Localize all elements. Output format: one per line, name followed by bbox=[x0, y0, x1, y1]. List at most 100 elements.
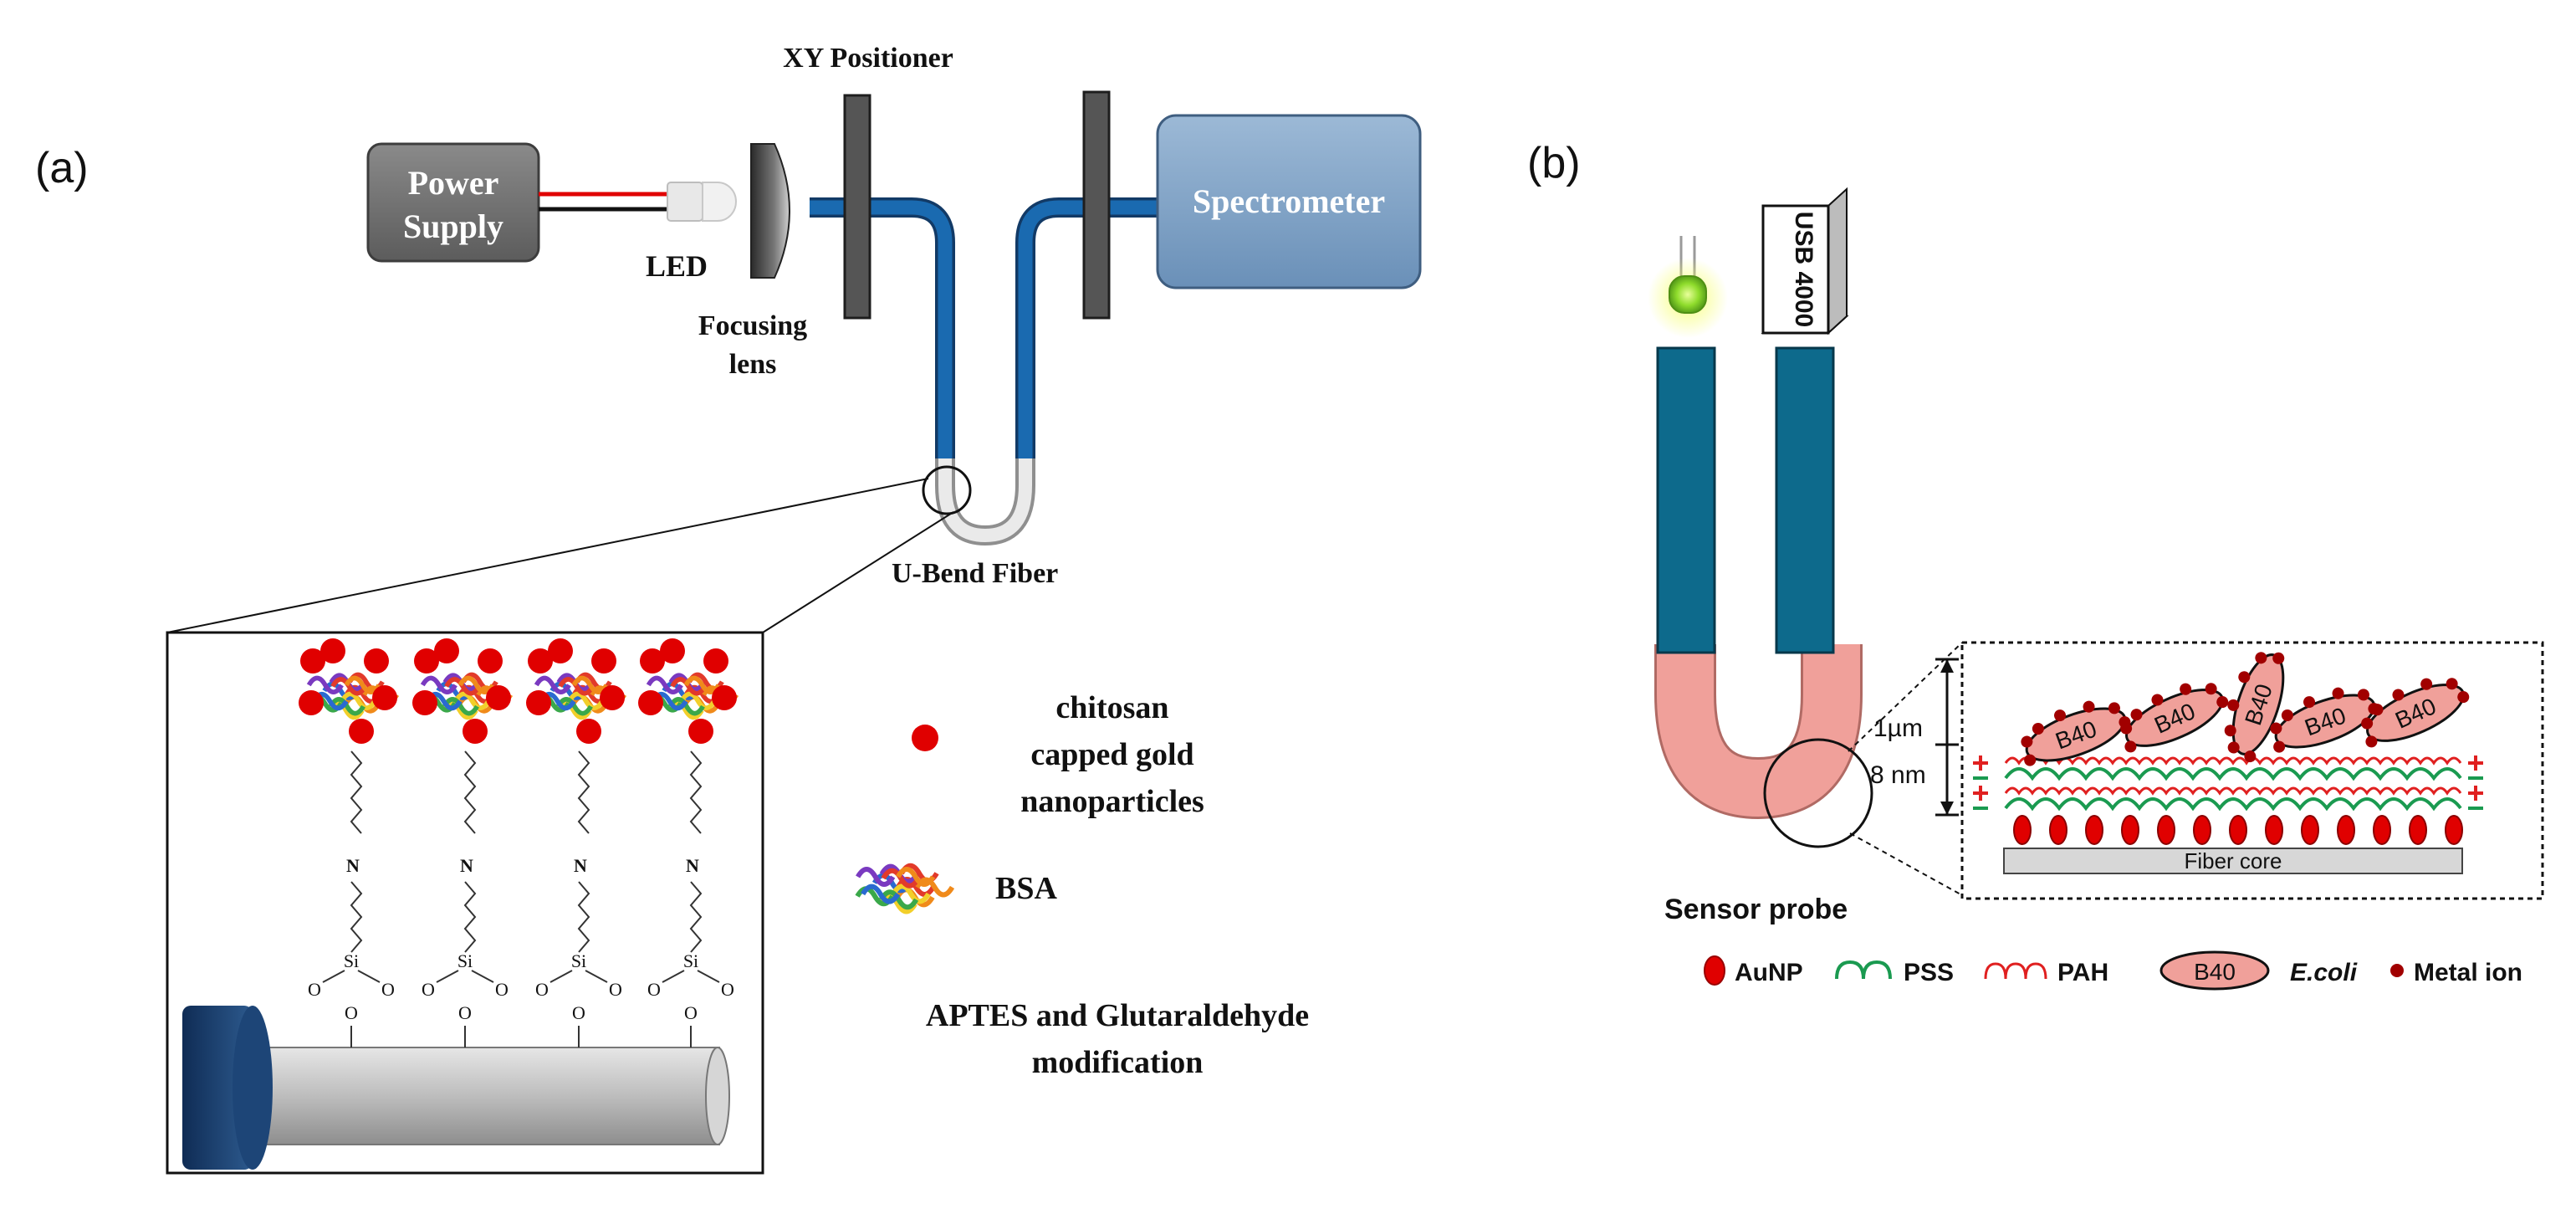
probe-zoom-line-bottom bbox=[1849, 832, 1963, 896]
ecoli-legend-symbol: B40 bbox=[2194, 959, 2236, 985]
xy-positioner-plate-left bbox=[843, 94, 871, 320]
gold-nanoparticle-icon bbox=[349, 719, 374, 744]
gold-nanoparticle-icon bbox=[703, 648, 728, 674]
charge-marks-right bbox=[2468, 755, 2483, 810]
metal-ion bbox=[2371, 704, 2384, 716]
pah-legend-icon bbox=[1984, 962, 2047, 980]
panel-b-label: (b) bbox=[1527, 139, 1581, 187]
metal-ion bbox=[2032, 723, 2044, 735]
legend-b: AuNP PSS PAH B40 E.coli Metal ion bbox=[1704, 950, 2522, 991]
metal-ion bbox=[2151, 694, 2164, 706]
gold-nanoparticle-icon bbox=[640, 648, 665, 674]
pss-layer bbox=[2004, 797, 2462, 812]
aunp-particle bbox=[2085, 815, 2103, 845]
power-supply-box: Power Supply bbox=[366, 142, 540, 263]
aunp-particle bbox=[2013, 815, 2032, 845]
oxygen-atom-label: O bbox=[609, 979, 622, 1000]
aunp-particle bbox=[2049, 815, 2067, 845]
gold-legend-line2: capped gold bbox=[1030, 737, 1193, 772]
gold-nanoparticle-icon bbox=[299, 690, 324, 715]
metal-ion bbox=[2021, 735, 2033, 748]
ecoli-bacterium: B40 bbox=[2361, 678, 2470, 748]
aunp-particle bbox=[2301, 815, 2319, 845]
metal-ion bbox=[2120, 722, 2133, 735]
metal-ion bbox=[2054, 709, 2067, 722]
metal-ion bbox=[2446, 678, 2458, 690]
aunp-particle bbox=[2373, 815, 2391, 845]
bsa-legend-label: BSA bbox=[995, 871, 1057, 906]
layer-stack bbox=[2004, 756, 2463, 845]
oxygen-atom-label: O bbox=[535, 979, 549, 1000]
gold-nanoparticle-icon bbox=[660, 638, 685, 663]
u-bend-fiber-label: U-Bend Fiber bbox=[892, 558, 1058, 589]
led-icon bbox=[667, 182, 737, 222]
modification-legend-line1: APTES and Glutaraldehyde bbox=[926, 998, 1309, 1033]
fiber-rod-icon bbox=[182, 1006, 730, 1170]
metal-ion bbox=[2281, 709, 2293, 722]
gold-nanoparticle-icon bbox=[434, 638, 459, 663]
oxygen-atom-label: O bbox=[647, 979, 661, 1000]
aunp-particle bbox=[2121, 815, 2139, 845]
xy-positioner-plate-right bbox=[1082, 90, 1111, 320]
fiber-core-label: Fiber core bbox=[2184, 848, 2282, 873]
aunp-particle bbox=[2229, 815, 2247, 845]
focusing-lens-icon bbox=[750, 143, 790, 279]
gold-nanoparticle-icon bbox=[412, 690, 437, 715]
oxygen-atom-label: O bbox=[495, 979, 509, 1000]
gold-nanoparticle-icon bbox=[478, 648, 503, 674]
scale-8nm-label: 8 nm bbox=[1870, 761, 1926, 789]
ecoli-bacterium: B40 bbox=[2224, 652, 2285, 763]
pss-legend-label: PSS bbox=[1904, 959, 1954, 986]
metal-ion bbox=[2180, 683, 2192, 695]
metal-ion bbox=[2420, 678, 2433, 690]
zoom-line-right bbox=[762, 511, 954, 633]
gold-nanoparticle-icon bbox=[372, 685, 397, 710]
gold-nanoparticle-icon bbox=[688, 719, 713, 744]
gold-nanoparticle-icon bbox=[638, 690, 663, 715]
metal-ion bbox=[2270, 722, 2282, 735]
ecoli-legend-icon bbox=[2159, 950, 2270, 991]
bsa-protein-icon bbox=[855, 863, 955, 914]
metal-ion bbox=[2273, 740, 2286, 753]
scale-1um-label: 1µm bbox=[1873, 714, 1923, 742]
gold-nanoparticle-icon bbox=[528, 648, 553, 674]
aunp-particle bbox=[2157, 815, 2175, 845]
metal-ion bbox=[2255, 652, 2267, 664]
modification-legend-line2: modification bbox=[1032, 1045, 1204, 1080]
gold-nanoparticle-icon bbox=[548, 638, 573, 663]
usb-4000-label: USB 4000 bbox=[1790, 212, 1817, 327]
gold-nanoparticle-icon bbox=[486, 685, 511, 710]
oxygen-atom-label: O bbox=[684, 1002, 698, 1023]
oxygen-atom-label: O bbox=[458, 1002, 472, 1023]
bsa-protein-icon bbox=[855, 863, 955, 914]
probe-zoom-line-top bbox=[1848, 642, 1963, 752]
oxygen-atom-label: O bbox=[422, 979, 435, 1000]
metal-ion bbox=[2227, 741, 2240, 754]
metal-ion bbox=[2224, 725, 2236, 737]
metal-ion-legend-icon bbox=[2390, 964, 2404, 977]
panel-a: (a) Power Supply LED Focusing lens XY Po… bbox=[35, 43, 1422, 1175]
silicon-atom-label: Si bbox=[457, 950, 473, 971]
probe-zoom-circle bbox=[1763, 738, 1873, 848]
silicon-atom-label: Si bbox=[344, 950, 359, 971]
nitrogen-atom-label: N bbox=[346, 855, 360, 876]
sensor-probe-label: Sensor probe bbox=[1664, 894, 1848, 925]
u-bend-fiber bbox=[810, 197, 1163, 546]
gold-nanoparticle-icon bbox=[364, 648, 389, 674]
ecoli-bacterium: B40 bbox=[2021, 700, 2131, 766]
metal-ion bbox=[2244, 750, 2257, 763]
charge-marks-left bbox=[1973, 755, 1988, 810]
pss-layer bbox=[2004, 767, 2462, 781]
metal-ion bbox=[2272, 652, 2285, 664]
fiber-core-bar bbox=[2003, 848, 2463, 874]
green-led-icon bbox=[1648, 236, 1728, 338]
silicon-atom-label: Si bbox=[571, 950, 586, 971]
silicon-atom-label: Si bbox=[683, 950, 698, 971]
power-supply-label-line2: Supply bbox=[403, 207, 503, 245]
